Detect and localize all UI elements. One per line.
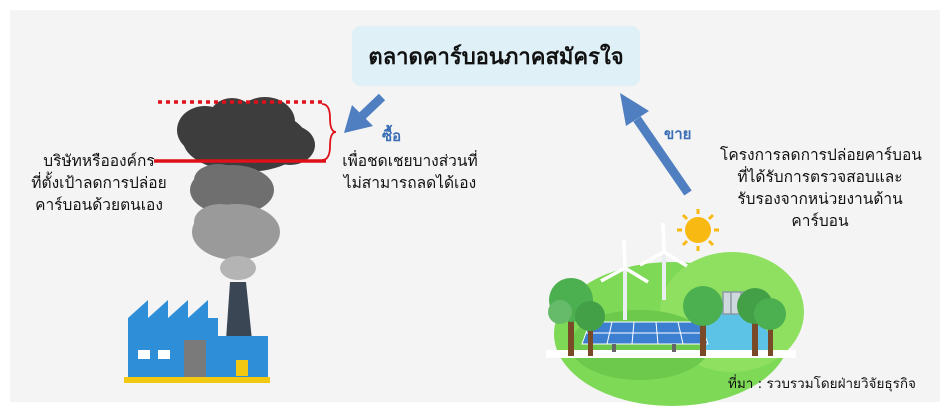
smoke-cloud-dark	[177, 97, 315, 172]
smoke-cloud-middle	[190, 164, 274, 215]
offset-description-line: เพื่อชดเชยบางส่วนที่	[342, 152, 478, 170]
source-note: ที่มา : รวบรวมโดยฝ่ายวิจัยธุรกิจ	[728, 376, 916, 392]
wind-turbine-icon	[600, 222, 688, 320]
offset-brace	[321, 103, 337, 161]
offset-description: เพื่อชดเชยบางส่วนที่ ไม่สามารถลดได้เอง	[335, 150, 485, 194]
sun-icon	[677, 209, 719, 251]
voluntary-carbon-market-title: ตลาดคาร์บอนภาคสมัครใจ	[352, 26, 640, 86]
offset-description-line: ไม่สามารถลดได้เอง	[343, 174, 477, 192]
project-description-line: รับรองจากหน่วยงานด้าน	[737, 190, 903, 208]
buy-arrow-icon	[344, 93, 386, 133]
sell-label: ขาย	[664, 125, 692, 143]
project-description-line: ที่ได้รับการตรวจสอบและ	[737, 168, 903, 186]
buy-label: ซื้อ	[382, 127, 402, 145]
factory-icon	[124, 300, 270, 383]
buyer-description-line: คาร์บอนด้วยตนเอง	[35, 196, 163, 214]
project-description: โครงการลดการปล่อยคาร์บอน ที่ได้รับการตรว…	[720, 144, 922, 232]
smoke-cloud-light	[192, 204, 280, 280]
tree-icon	[548, 278, 786, 356]
project-description-line: คาร์บอน	[791, 212, 849, 230]
buyer-description-line: ที่ตั้งเป้าลดการปล่อย	[31, 174, 167, 192]
sell-arrow-icon	[620, 93, 692, 196]
solar-panel-icon	[581, 321, 709, 352]
buyer-description-line: บริษัทหรือองค์กร	[43, 152, 155, 170]
chimney	[226, 282, 252, 340]
project-description-line: โครงการลดการปล่อยคาร์บอน	[720, 146, 922, 164]
buyer-description: บริษัทหรือองค์กร ที่ตั้งเป้าลดการปล่อย ค…	[14, 150, 184, 216]
